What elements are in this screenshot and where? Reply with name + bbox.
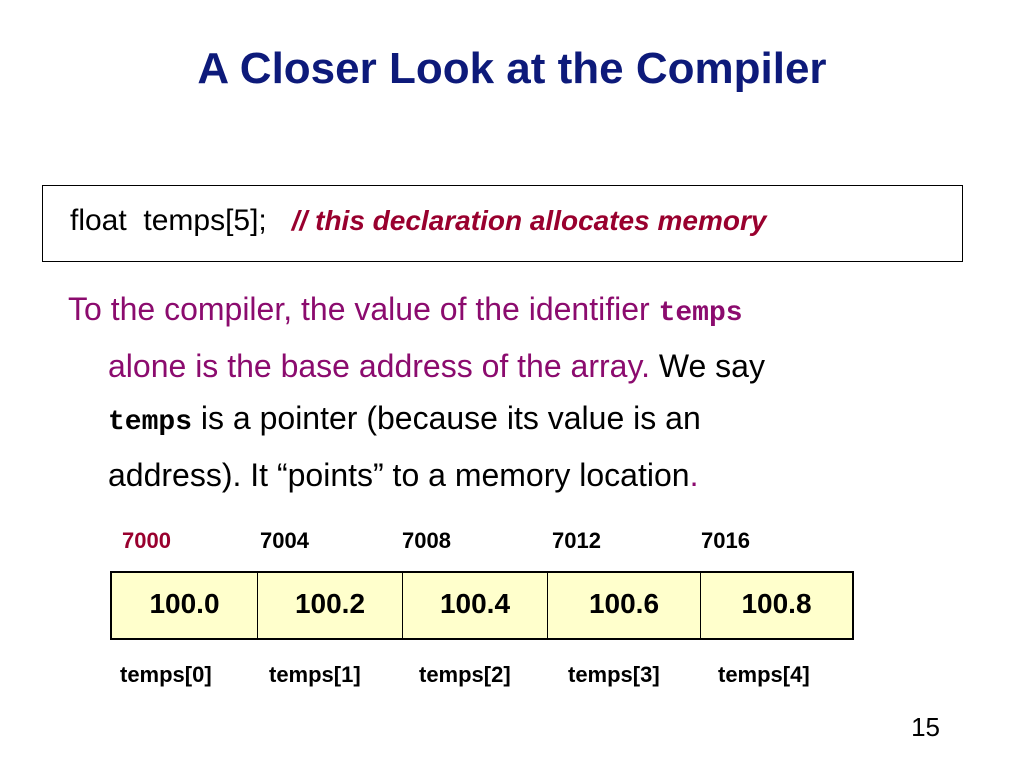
array-index-label: temps[0]	[120, 662, 212, 687]
array-index-label: temps[4]	[718, 662, 810, 687]
memory-address: 7000	[122, 528, 171, 553]
paragraph-period: .	[689, 457, 699, 493]
code-comment: // this declaration allocates memory	[292, 205, 767, 236]
comment-prefix: //	[291, 205, 308, 236]
code-line: float temps[5]; // this declaration allo…	[70, 204, 766, 238]
array-index-label: temps[1]	[269, 662, 361, 687]
array-index-label: temps[3]	[568, 662, 660, 687]
memory-cell: 100.0	[112, 573, 258, 638]
memory-cell: 100.2	[258, 573, 403, 638]
page-number: 15	[911, 712, 940, 742]
memory-cell: 100.6	[548, 573, 701, 638]
array-index-label: temps[2]	[419, 662, 511, 687]
paragraph-text-3: We say	[658, 348, 765, 384]
memory-address: 7008	[402, 528, 451, 553]
identifier-temps-2: temps	[108, 407, 193, 438]
code-statement: float temps[5];	[70, 204, 267, 237]
slide-title: A Closer Look at the Compiler	[197, 44, 827, 93]
paragraph-line-2: alone is the base address of the array. …	[68, 340, 958, 392]
memory-cell: 100.8	[741, 587, 812, 619]
explanation-paragraph: To the compiler, the value of the identi…	[68, 283, 958, 501]
paragraph-text-2: alone is the base address of the array.	[108, 348, 650, 384]
paragraph-text-5: address). It “points” to a memory locati…	[108, 457, 690, 493]
paragraph-line-4: address). It “points” to a memory locati…	[68, 449, 958, 501]
memory-address: 7004	[260, 528, 309, 553]
comment-text: this declaration allocates memory	[315, 205, 767, 236]
memory-address: 7016	[701, 528, 750, 553]
paragraph-line-1: To the compiler, the value of the identi…	[68, 283, 958, 340]
identifier-temps-1: temps	[658, 298, 743, 329]
memory-cell: 100.4	[403, 573, 548, 638]
memory-address: 7012	[552, 528, 601, 553]
memory-array-row: 100.0 100.2 100.4 100.6 100.8	[110, 571, 854, 640]
paragraph-line-3: temps is a pointer (because its value is…	[68, 392, 958, 449]
paragraph-text-4: is a pointer (because its value is an	[192, 400, 701, 436]
code-declaration-box: float temps[5]; // this declaration allo…	[42, 185, 963, 262]
paragraph-text-1: To the compiler, the value of the identi…	[68, 291, 659, 327]
